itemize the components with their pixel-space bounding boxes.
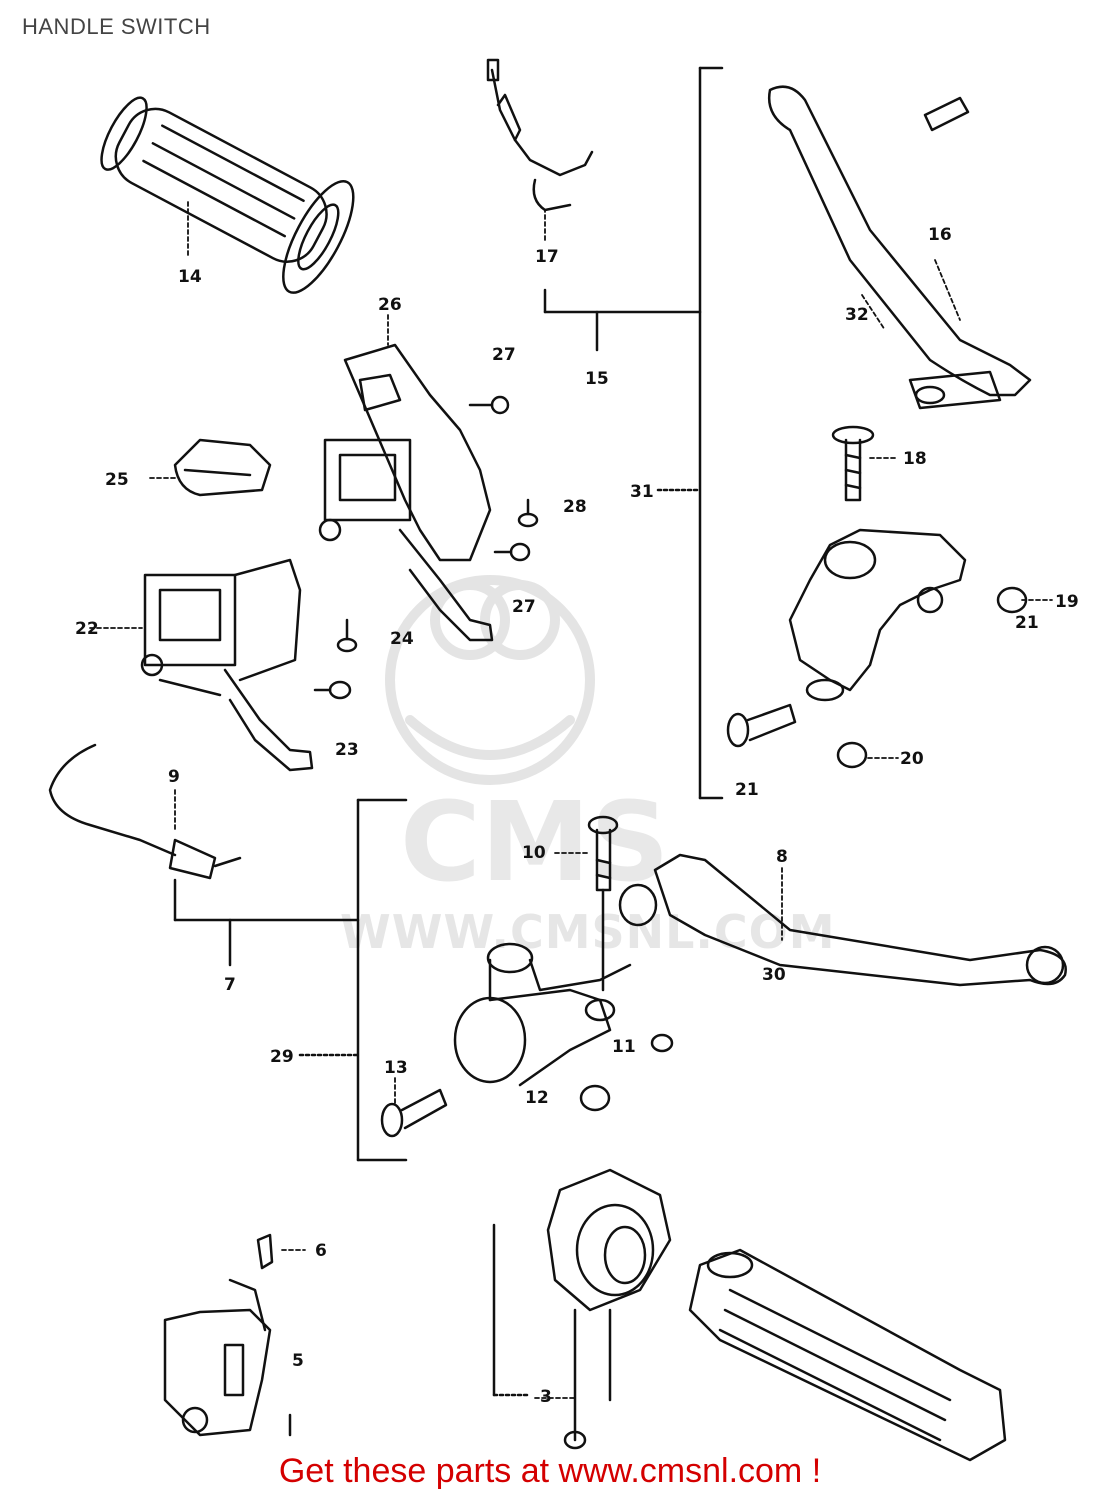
callout-7: 7 [224, 975, 236, 995]
part-12-nut [579, 1084, 611, 1112]
callout-10: 10 [522, 843, 546, 863]
part-6-screw [256, 1233, 274, 1270]
part-22-switch-housing [140, 558, 314, 772]
part-31-clamp [788, 528, 967, 702]
part-3-throttle-housing [546, 1168, 672, 1450]
part-17-cable [486, 58, 594, 212]
small-arrow-icon [923, 96, 970, 132]
callout-27: 27 [492, 345, 516, 365]
callout-17: 17 [535, 247, 559, 267]
callout-26: 26 [378, 295, 402, 315]
callout-12: 12 [525, 1088, 549, 1108]
part-27b-screw [493, 542, 531, 562]
part-21-bolt [726, 703, 797, 748]
part-16-lever [767, 85, 1032, 410]
part-24-screw [336, 618, 358, 653]
callout-30: 30 [762, 965, 786, 985]
watermark-logo [385, 575, 595, 785]
part-5-switch-parts [163, 1278, 292, 1437]
part-26-switch-housing [318, 343, 494, 642]
leader-lines [89, 199, 1053, 1399]
callout-20: 20 [900, 749, 924, 769]
part-23-screw [313, 680, 352, 700]
callout-18: 18 [903, 449, 927, 469]
part-9-cable [48, 743, 242, 880]
callout-13: 13 [384, 1058, 408, 1078]
footer-link-text[interactable]: Get these parts at www.cmsnl.com ! [278, 1452, 822, 1490]
callout-3: 3 [540, 1387, 552, 1407]
callout-5: 5 [292, 1351, 304, 1371]
callout-9: 9 [168, 767, 180, 787]
callout-28: 28 [563, 497, 587, 517]
group-bracket-31 [543, 66, 724, 800]
group-bracket-29 [173, 798, 408, 1162]
page-title: HANDLE SWITCH [22, 14, 211, 39]
part-14-grip [100, 96, 355, 294]
callout-21a: 21 [735, 780, 759, 800]
callout-16: 16 [928, 225, 952, 245]
part-28-screw [517, 498, 539, 528]
callout-6: 6 [315, 1241, 327, 1261]
watermark-url: WWW.CMSNL.COM [340, 905, 836, 959]
part-8-lever [618, 853, 1067, 987]
callout-24: 24 [390, 629, 414, 649]
part-27-screw [468, 395, 510, 415]
part-20-nut [836, 741, 868, 769]
callout-23: 23 [335, 740, 359, 760]
callout-15: 15 [585, 369, 609, 389]
part-29-clamp [453, 942, 632, 1087]
part-18-bolt [831, 425, 875, 502]
part-25-button [173, 438, 272, 497]
callout-19: 19 [1055, 592, 1079, 612]
callout-25: 25 [105, 470, 129, 490]
callout-11: 11 [612, 1037, 636, 1057]
callout-29: 29 [270, 1047, 294, 1067]
callout-21b: 21 [1015, 613, 1039, 633]
callout-14: 14 [178, 267, 202, 287]
part-10-bolt [587, 815, 619, 992]
callout-27b: 27 [512, 597, 536, 617]
callout-22: 22 [75, 619, 99, 639]
part-grip-right [688, 1248, 1007, 1462]
part-11-washer [650, 1033, 674, 1053]
group-bracket-3 [492, 1223, 532, 1397]
callout-32: 32 [845, 305, 869, 325]
watermark-logo-text: CMS [400, 778, 669, 906]
part-13-bolt [380, 1088, 448, 1138]
callout-31: 31 [630, 482, 654, 502]
callout-8: 8 [776, 847, 788, 867]
